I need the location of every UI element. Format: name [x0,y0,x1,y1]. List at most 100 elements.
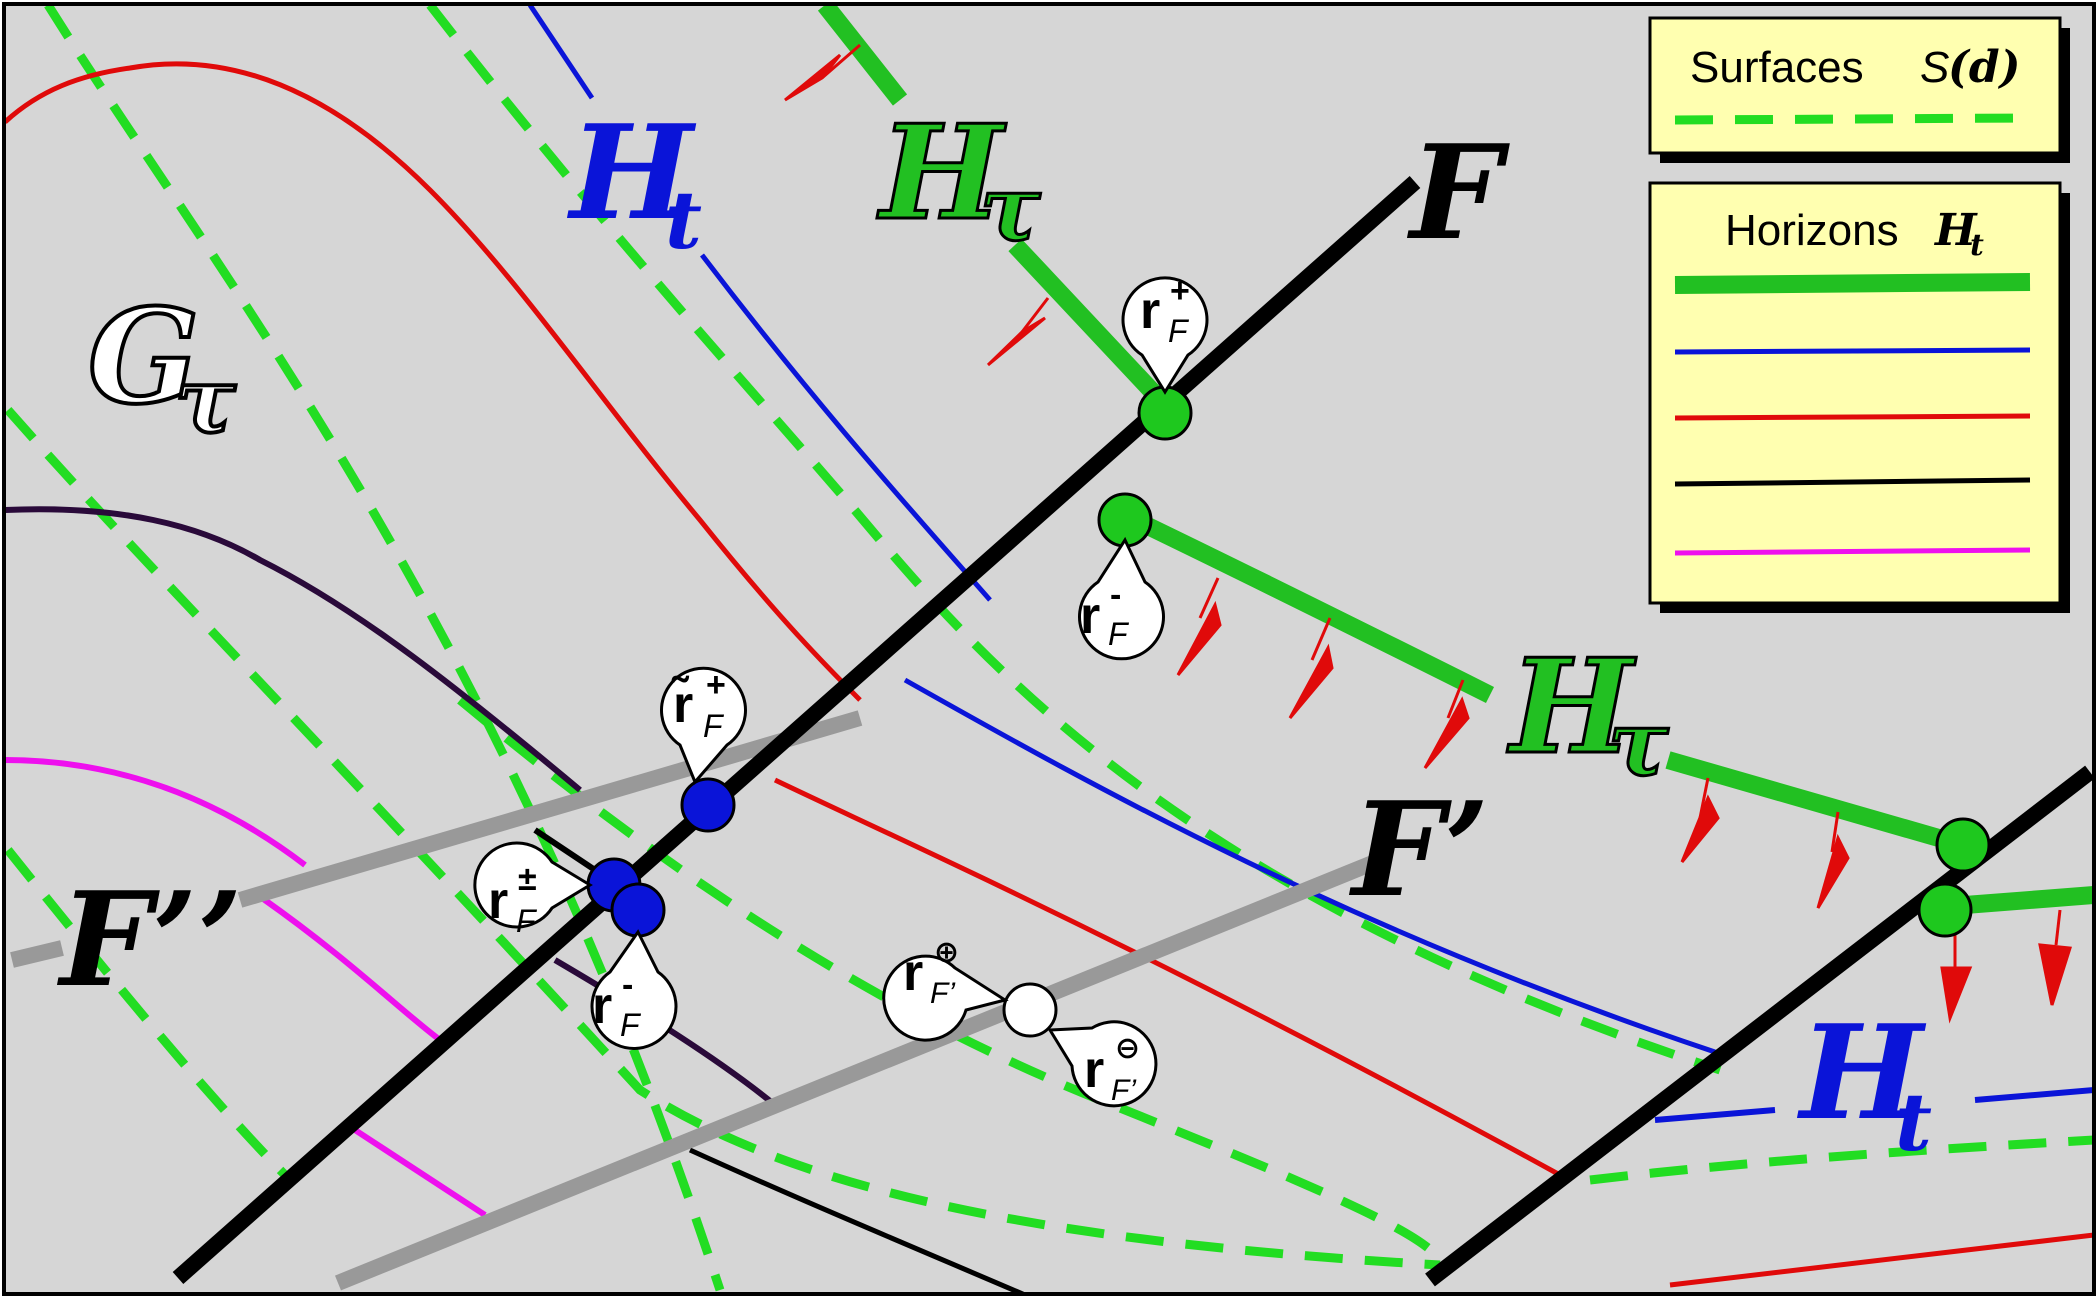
marker-r-Fprime-ominus: r ⊖ F’ [1047,1020,1158,1108]
label-main: G [88,280,199,433]
horizon-magenta-lower [260,895,442,1043]
fault-F [172,176,1421,1284]
marker-sup: + [1170,272,1190,310]
marker-sub: F [1168,313,1190,349]
horizon-tau-group [817,4,2094,914]
legend-surfaces-box [1648,16,2062,155]
intersection-dot-blue [610,882,666,938]
label-main: H [876,96,1007,249]
marker-sub: F [1108,616,1130,652]
horizon-tau-top [817,4,908,106]
marker-r-tilde-F-plus: r̃ + F [660,666,747,785]
marker-r-Fprime-oplus: r ⊕ F’ [882,936,1009,1042]
marker-main: r [903,944,923,1002]
horizon-black-lower [688,1147,1026,1294]
label-fault-F-double-prime: F’’ [56,863,243,1016]
marker-sup: ± [518,860,537,898]
label-fault-F: F [1406,116,1510,269]
label-G-tau: G τ [86,278,238,456]
horizon-blue-upper [700,253,992,602]
marker-sub: F [516,903,538,939]
horizon-red-lower [773,777,1562,1178]
intersection-dot-green [1917,882,1973,938]
legend-horizon-sample-magenta [1674,547,2031,556]
displacement-arrows [784,43,2072,1024]
marker-sup: + [706,666,726,704]
displacement-arrow [784,43,861,102]
horizon-tau-far-right [1964,886,2094,914]
label-H-tau-upper: H τ [875,95,1043,264]
label-main: H [1506,630,1637,783]
surface-line [1589,1135,2094,1185]
fault-double-prime [237,710,863,908]
displacement-arrow [986,297,1050,367]
marker-sup: ⊕ [934,936,959,969]
horizon-purple [4,506,582,793]
legend-surfaces-label: Surfaces [1690,43,1864,92]
label-sub: t [1895,1075,1932,1169]
legend-horizon-sample-black [1674,477,2031,487]
intersection-dot-white [1002,982,1058,1038]
legend-horizon-sample-red [1674,413,2031,421]
horizon-magenta-bottom [353,1127,487,1218]
displacement-arrow [1680,777,1720,863]
surface-line [4,407,1441,1270]
horizon-red-upper [4,61,862,702]
surface-line [457,696,1444,1263]
horizon-blue-right-b [1974,1087,2094,1103]
marker-sub: F [620,1007,642,1043]
marker-sub: F’ [1111,1074,1137,1107]
label-sub: τ [980,156,1041,262]
marker-sup: - [622,966,633,1004]
marker-sup: ⊖ [1115,1032,1140,1065]
legend-horizons: Horizons H t [1648,181,2070,613]
horizon-blue-lower [903,677,1716,1055]
horizon-magenta-upper [4,757,307,868]
displacement-arrow [1176,577,1222,676]
legend-surfaces-symbol: S [1920,43,1949,92]
legend-surfaces-arg: (d) [1948,42,2020,93]
marker-sub: F [703,708,725,744]
marker-r-F-minus-lower: r - F [590,929,678,1050]
displacement-arrow [1816,811,1850,909]
horizon-blue-top [527,4,595,100]
horizon-tau-middle [1121,506,1495,704]
displacement-arrow [1423,679,1470,769]
label-sub: t [665,173,702,267]
label-sub: τ [1608,691,1669,797]
displacement-arrow [1940,935,1973,1024]
displacement-arrow [2038,909,2072,1006]
legend-horizons-sub: t [1970,228,1984,263]
fault-double-prime-stub [10,940,64,968]
marker-main: r [1080,587,1100,645]
label-H-tau-right: H τ [1505,629,1671,799]
intersection-dot-blue [680,777,736,833]
marker-r-F-minus: r - F [1078,536,1165,661]
legend-surfaces: Surfaces S (d) [1648,16,2070,163]
marker-main: r̃ [671,676,693,734]
label-main: H [1796,996,1927,1149]
legend-horizons-box [1648,181,2062,605]
marker-main: r [1084,1041,1104,1099]
displacement-arrow [1288,617,1334,719]
label-H-t-lower: H t [1796,996,1932,1169]
marker-r-F-plus: r + F [1121,272,1209,395]
horizon-blue-right-a [1654,1107,1776,1123]
intersection-dot-green [1935,817,1991,873]
label-fault-F-prime: F’ [1348,773,1490,926]
horizon-tau-upper [1008,238,1172,412]
marker-main: r [1140,282,1160,340]
marker-main: r [488,872,508,930]
legend-horizon-sample-green [1674,273,2031,294]
legend-horizon-sample-blue [1674,347,2031,355]
label-main: H [566,96,697,249]
horizon-tau-right [1665,751,1966,854]
surface-line [426,4,1722,1075]
legend-horizons-symbol: H [1933,205,1978,256]
horizon-red-right [1669,1232,2094,1288]
horizon-purple-lower [553,957,777,1108]
marker-sup: - [1110,576,1121,614]
label-H-t-upper: H t [566,96,702,267]
